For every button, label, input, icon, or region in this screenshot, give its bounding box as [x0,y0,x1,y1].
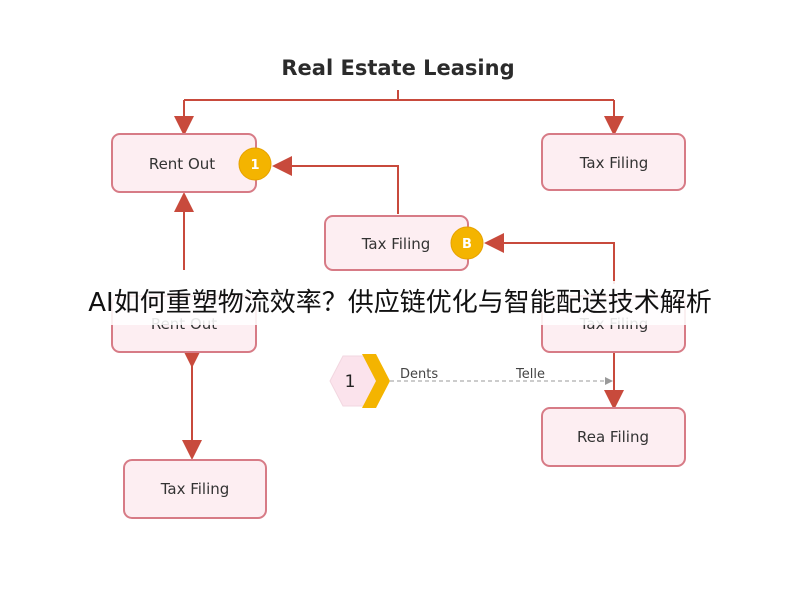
node-label: Rea Filing [577,428,649,446]
tax-filing-center-badge: B [450,226,484,260]
connector-title-branch [184,90,614,101]
node-tax-filing-top-right[interactable]: Tax Filing [541,133,686,191]
overlay-caption: AI如何重塑物流效率？供应链优化与智能配送技术解析 [0,281,800,325]
node-label: Tax Filing [160,480,230,498]
step-badge: 1 [329,354,390,408]
diagram-title: Real Estate Leasing [281,56,514,80]
node-label: Tax Filing [361,235,431,253]
label-dents: Dents [400,367,438,382]
rent-out-badge: 1 [238,147,272,181]
step-badge-label: 1 [345,372,356,392]
connector-right-to-center [484,233,615,284]
node-label: Rent Out [149,155,215,173]
node-rea-filing-bottom-right[interactable]: Rea Filing [541,407,686,467]
node-tax-filing-bottom-left[interactable]: Tax Filing [123,459,267,519]
node-rent-out-top[interactable]: Rent Out [111,133,257,193]
label-telle: Telle [515,367,545,382]
node-tax-filing-center[interactable]: Tax Filing [324,215,469,271]
badge-label: B [462,237,472,252]
node-label: Tax Filing [579,154,649,172]
chevron-right-icon [362,354,390,408]
connector-center-to-rent-out [272,156,399,214]
badge-label: 1 [250,158,259,173]
